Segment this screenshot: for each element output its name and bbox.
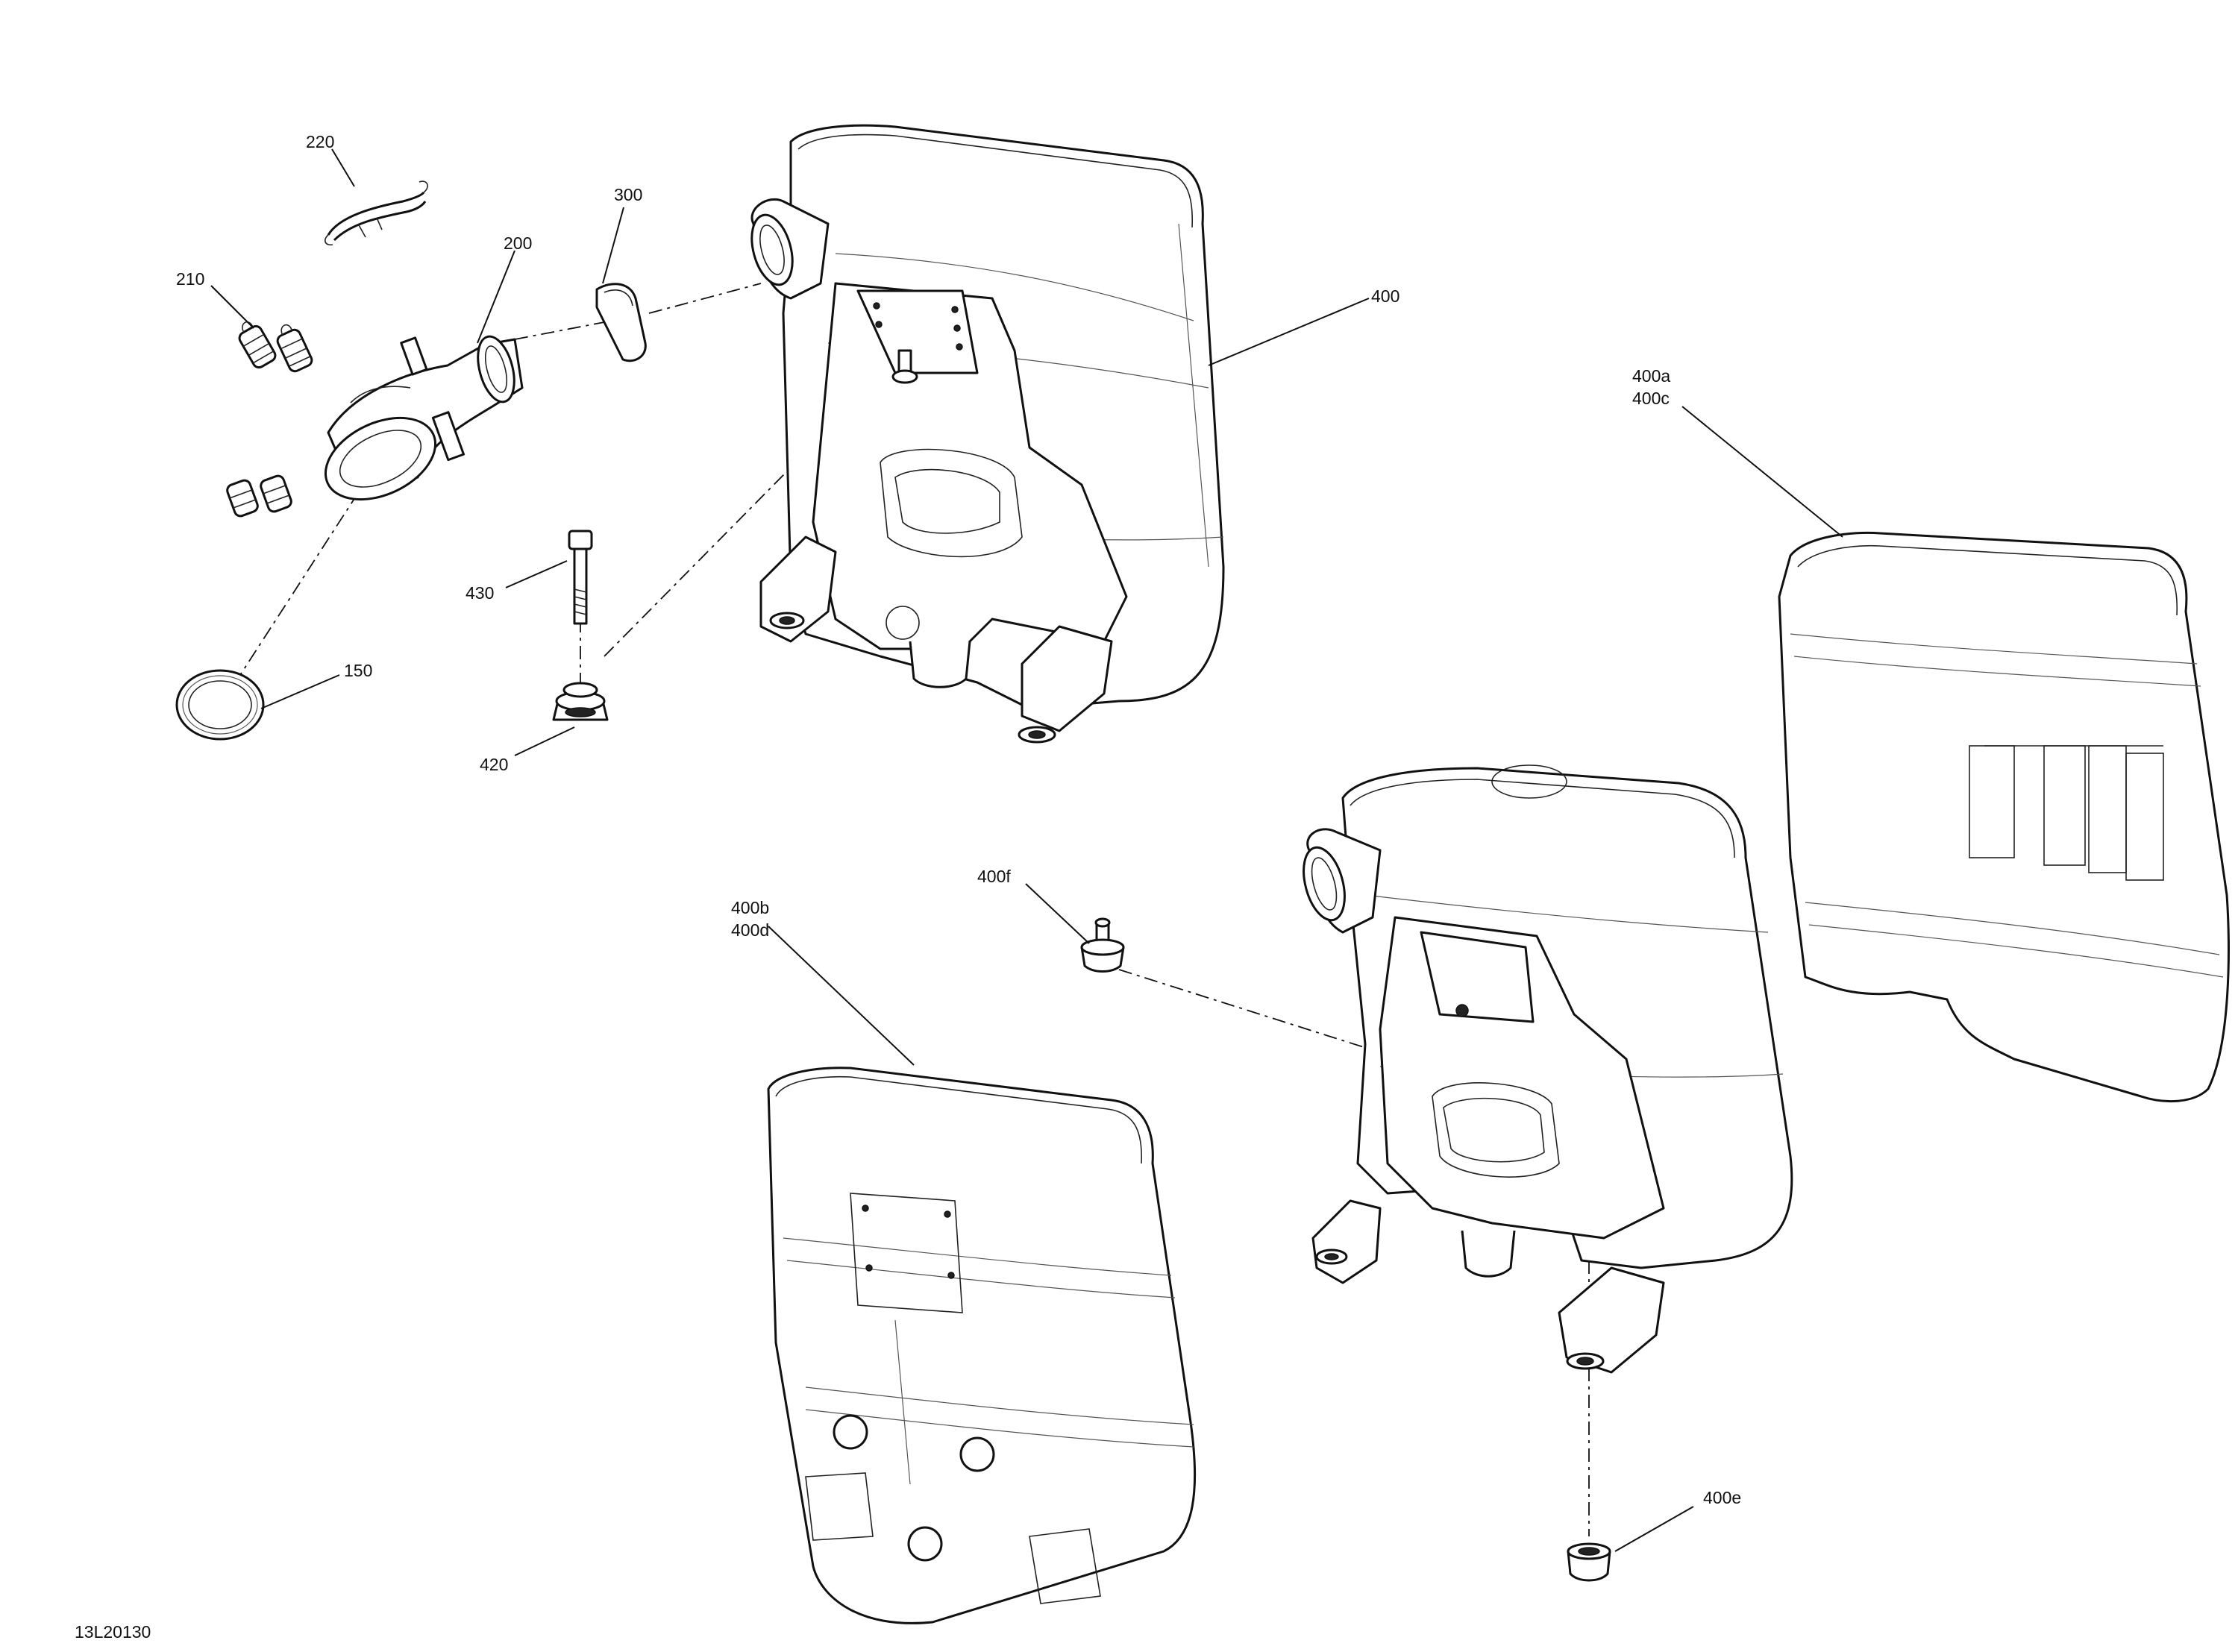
callout-400e: 400e bbox=[1703, 1488, 1741, 1507]
callout-400c: 400c bbox=[1632, 389, 1670, 408]
spring-clip-220 bbox=[324, 180, 428, 246]
grommet-420 bbox=[552, 682, 609, 721]
heat-shield-400b-400d bbox=[767, 1067, 1197, 1624]
callout-400f: 400f bbox=[977, 867, 1011, 886]
callout-220: 220 bbox=[306, 132, 334, 151]
leader-lines bbox=[210, 148, 1843, 1552]
callout-400d: 400d bbox=[731, 920, 769, 940]
callout-labels: 220 210 200 300 400 400a 400c 150 430 42… bbox=[75, 132, 1741, 1642]
callout-150: 150 bbox=[344, 661, 372, 680]
callout-210: 210 bbox=[176, 269, 204, 289]
diagram-id-label: 13L20130 bbox=[75, 1622, 151, 1642]
heat-shield-400a-400c bbox=[1778, 531, 2230, 1103]
stud-400f bbox=[1080, 917, 1125, 973]
grommet-400e bbox=[1567, 1542, 1611, 1582]
muffler-400 bbox=[750, 124, 1225, 744]
bolt-430 bbox=[568, 530, 593, 625]
gasket-300 bbox=[595, 283, 647, 362]
callout-300: 300 bbox=[614, 185, 642, 204]
callout-200: 200 bbox=[504, 233, 532, 253]
muffler-assembly bbox=[1303, 764, 1793, 1374]
callout-430: 430 bbox=[466, 583, 494, 603]
callout-400a: 400a bbox=[1632, 366, 1670, 386]
springs-210 bbox=[226, 321, 313, 518]
callout-400b: 400b bbox=[731, 898, 769, 917]
callout-400: 400 bbox=[1371, 286, 1399, 306]
callout-420: 420 bbox=[480, 755, 508, 774]
exhaust-elbow-200 bbox=[324, 335, 524, 501]
ring-seal-150 bbox=[175, 669, 265, 741]
